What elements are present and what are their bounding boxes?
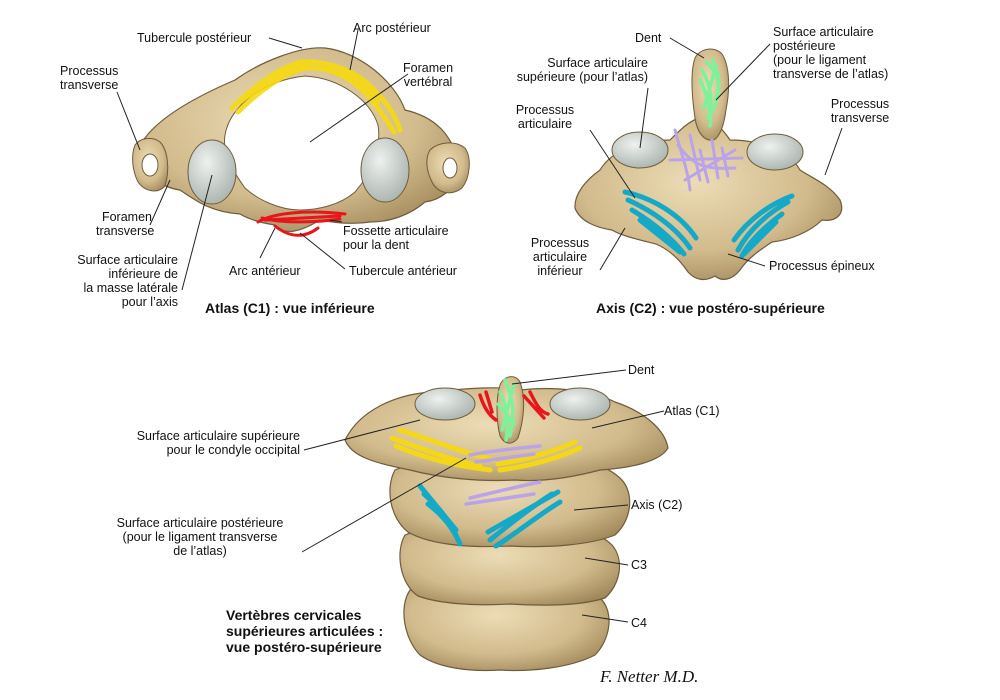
label-line: transverse xyxy=(96,224,155,238)
label-surface-inferieure-c1: Surface articulaire inférieure de la mas… xyxy=(30,253,178,309)
label-processus-transverse-c2: Processus transverse xyxy=(815,97,905,125)
artist-signature: F. Netter M.D. xyxy=(599,667,698,686)
label-arc-posterieur: Arc postérieur xyxy=(353,21,431,35)
label-line: articulaire xyxy=(532,250,588,264)
column-green-highlight xyxy=(496,378,516,442)
caption-line: supérieures articulées : xyxy=(226,623,384,639)
label-surface-posterieure-c2: Surface articulaire postérieure (pour le… xyxy=(773,25,888,81)
column-lavender-highlight xyxy=(464,444,542,506)
label-tubercule-posterieur: Tubercule postérieur xyxy=(137,31,252,45)
label-line: Surface articulaire postérieure xyxy=(116,516,284,530)
label-line: articulaire xyxy=(517,117,573,131)
label-processus-articulaire-inferieur: Processus articulaire inférieur xyxy=(520,236,600,278)
label-surface-superieure-c2: Surface articulaire supérieure (pour l’a… xyxy=(480,56,648,84)
label-line: Foramen xyxy=(101,210,152,224)
column-illustration xyxy=(344,376,669,672)
axis-left-cyan-highlight xyxy=(622,189,699,257)
label-c3: C3 xyxy=(631,558,647,572)
caption-line: Vertèbres cervicales xyxy=(226,607,362,623)
label-surface-condyle: Surface articulaire supérieure pour le c… xyxy=(100,429,300,457)
axis-right-cyan-highlight xyxy=(731,193,795,259)
column-cyan-highlight xyxy=(417,483,563,549)
axis-left-facet xyxy=(611,131,669,169)
label-line: Surface articulaire xyxy=(547,56,648,70)
leader-lines xyxy=(116,29,843,623)
label-line: pour le condyle occipital xyxy=(166,443,300,457)
caption-axis: Axis (C2) : vue postéro-supérieure xyxy=(596,300,825,316)
axis-right-facet xyxy=(746,133,804,171)
label-line: postérieure xyxy=(773,39,836,53)
label-line: Surface articulaire supérieure xyxy=(136,429,300,443)
label-foramen-transverse: Foramen transverse xyxy=(96,210,155,238)
label-line: (pour le ligament xyxy=(773,53,867,67)
label-line: Surface articulaire xyxy=(77,253,178,267)
atlas-left-facet xyxy=(187,139,237,205)
fossette-highlight xyxy=(256,210,347,237)
axis-lavender-highlight xyxy=(668,128,744,192)
caption-column: Vertèbres cervicales supérieures articul… xyxy=(226,607,383,655)
label-line: vertébral xyxy=(403,75,453,89)
atlas-right-facet xyxy=(360,137,410,203)
label-dent-column: Dent xyxy=(628,363,655,377)
label-line: transverse xyxy=(830,111,890,125)
label-line: transverse de l’atlas) xyxy=(773,67,889,81)
label-line: la masse latérale xyxy=(83,281,179,295)
label-line: (pour le ligament transverse xyxy=(122,530,278,544)
label-line: Processus xyxy=(515,103,575,117)
label-line: inférieur xyxy=(537,264,583,278)
label-axis-c2: Axis (C2) xyxy=(631,498,683,512)
label-line: transverse xyxy=(60,78,119,92)
posterior-arch-highlight xyxy=(229,59,403,135)
column-yellow-highlight xyxy=(389,427,583,473)
label-surface-posterieure-column: Surface articulaire postérieure (pour le… xyxy=(100,516,300,558)
label-processus-transverse-c1: Processus transverse xyxy=(60,64,118,92)
dens-green-highlight xyxy=(698,58,721,128)
column-red-highlight xyxy=(478,390,550,422)
label-line: pour la dent xyxy=(343,238,410,252)
label-processus-epineux: Processus épineux xyxy=(769,259,875,273)
label-atlas-c1: Atlas (C1) xyxy=(664,404,720,418)
label-line: Processus xyxy=(830,97,890,111)
label-line: Surface articulaire xyxy=(773,25,874,39)
label-foramen-vertebral: Foramen vertébral xyxy=(403,61,453,89)
label-dent-c2: Dent xyxy=(635,31,662,45)
column-right-facet xyxy=(549,387,611,421)
label-fossette-articulaire: Fossette articulaire pour la dent xyxy=(343,224,449,252)
caption-atlas: Atlas (C1) : vue inférieure xyxy=(205,300,375,316)
label-line: supérieure (pour l’atlas) xyxy=(516,70,648,84)
label-line: inférieure de xyxy=(108,267,179,281)
label-arc-anterieur: Arc antérieur xyxy=(229,264,301,278)
label-line: Processus xyxy=(60,64,119,78)
label-line: pour l’axis xyxy=(121,295,178,309)
caption-line: vue postéro-supérieure xyxy=(226,639,382,655)
label-line: Processus xyxy=(530,236,590,250)
axis-illustration xyxy=(574,48,843,281)
column-left-facet xyxy=(414,387,476,421)
label-line: Foramen xyxy=(403,61,454,75)
label-processus-articulaire: Processus articulaire xyxy=(500,103,590,131)
label-c4: C4 xyxy=(631,616,647,630)
label-line: Fossette articulaire xyxy=(343,224,449,238)
label-line: de l’atlas) xyxy=(173,544,227,558)
label-tubercule-anterieur: Tubercule antérieur xyxy=(349,264,457,278)
